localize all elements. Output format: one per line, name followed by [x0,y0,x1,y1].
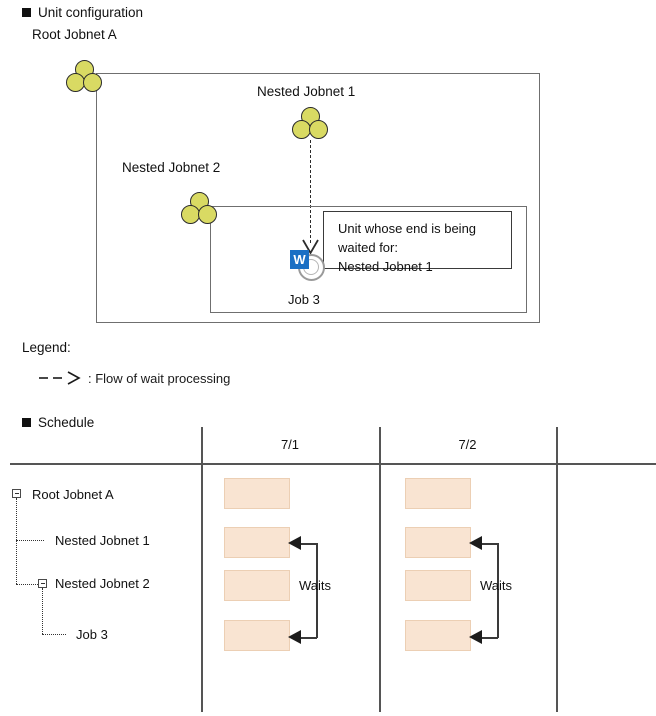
nested-jobnet-1-caption: Nested Jobnet 1 [257,84,356,99]
dashed-arrow-icon [39,371,81,385]
schedule-heading-label: Schedule [38,415,95,430]
wait-flow-dashed-line [310,140,311,243]
wait-label-col1: Waits [480,578,513,593]
tree-line-vertical-nested-2 [42,588,43,634]
schedule-bar-row0-col0[interactable] [224,478,290,509]
schedule-grid-line-1 [201,427,203,712]
schedule-grid-line-2 [379,427,381,712]
callout-line-3: Nested Jobnet 1 [338,259,433,274]
schedule-bar-row2-col0[interactable] [224,570,290,601]
schedule-bar-row3-col0[interactable] [224,620,290,651]
schedule-column-header-0: 7/1 [280,437,300,452]
schedule-heading: Schedule [22,415,94,430]
schedule-bar-row0-col1[interactable] [405,478,471,509]
wait-arrowhead-top-col1 [469,536,482,550]
job-3-caption: Job 3 [288,292,320,307]
root-jobnet-a-frame [96,73,540,323]
schedule-row-label-0[interactable]: Root Jobnet A [32,487,114,502]
legend-entry-label: : Flow of wait processing [88,370,231,386]
jobnet-circle-right [198,205,217,224]
nested-jobnet-2-caption: Nested Jobnet 2 [122,160,221,175]
wait-connector-bottom-col1 [479,637,498,639]
root-jobnet-a-caption: Root Jobnet A [32,27,117,42]
wait-arrowhead-top-col0 [288,536,301,550]
jobnet-circle-right [83,73,102,92]
callout-line-1: Unit whose end is being [338,221,477,236]
wait-connector-bottom-col0 [298,637,317,639]
schedule-grid-line-3 [556,427,558,712]
schedule-row-label-3[interactable]: Job 3 [76,627,108,642]
tree-line-horizontal-nested-2 [16,584,38,585]
schedule-column-header-1: 7/2 [458,437,477,452]
wait-arrowhead-bottom-col0 [288,630,301,644]
schedule-bar-row1-col0[interactable] [224,527,290,558]
wait-arrowhead-bottom-col1 [469,630,482,644]
schedule-row-label-2[interactable]: Nested Jobnet 2 [55,576,150,591]
tree-line-horizontal-job-3 [42,634,66,635]
unit-configuration-heading-label: Unit configuration [38,5,144,20]
wait-flow-arrowhead-icon [302,239,319,255]
schedule-bar-row1-col1[interactable] [405,527,471,558]
root-jobnet-a-icon[interactable] [66,60,102,93]
wait-connector-vertical-col1 [497,543,499,638]
wait-target-callout: Unit whose end is being waited for: Nest… [323,211,512,274]
schedule-row-label-1[interactable]: Nested Jobnet 1 [55,533,150,548]
schedule-bar-row2-col1[interactable] [405,570,471,601]
tree-line-vertical-root [16,498,17,584]
jobnet-circle-right [309,120,328,139]
wait-label-col0: Waits [299,578,332,593]
legend-entry-wait-flow: : Flow of wait processing [38,370,230,386]
legend-heading: Legend: [22,340,71,355]
wait-connector-vertical-col0 [316,543,318,638]
wait-badge-icon: W [290,250,309,269]
nested-jobnet-2-frame [210,206,527,313]
callout-line-2: waited for: [338,240,398,255]
wait-connector-top-col0 [298,543,317,545]
schedule-header-divider [10,463,656,465]
schedule-bar-row3-col1[interactable] [405,620,471,651]
nested-jobnet-1-icon[interactable] [292,107,328,140]
tree-toggle-root-jobnet-a[interactable] [12,489,21,498]
tree-toggle-nested-jobnet-2[interactable] [38,579,47,588]
square-bullet-icon [22,418,31,427]
nested-jobnet-2-icon[interactable] [181,192,217,225]
job-3-wait-icon[interactable]: W [290,250,326,282]
tree-line-horizontal-nested-1 [16,540,44,541]
wait-connector-top-col1 [479,543,498,545]
unit-configuration-heading: Unit configuration [22,5,143,20]
square-bullet-icon [22,8,31,17]
